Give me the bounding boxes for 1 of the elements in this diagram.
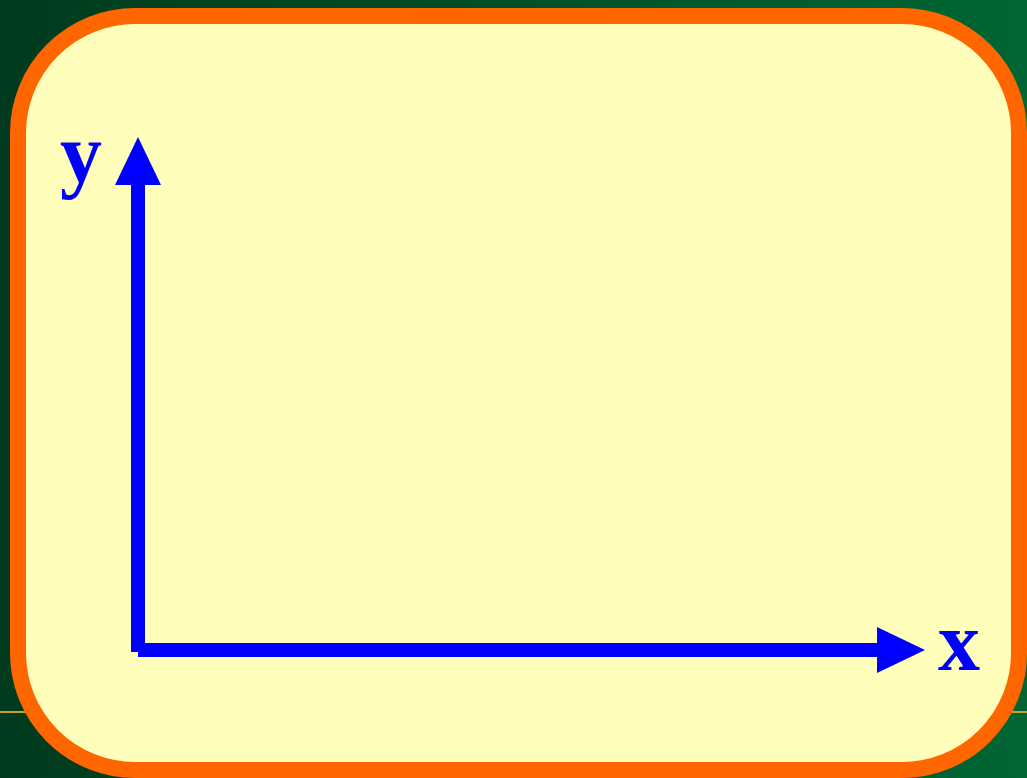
axis-label: x xyxy=(938,600,980,684)
